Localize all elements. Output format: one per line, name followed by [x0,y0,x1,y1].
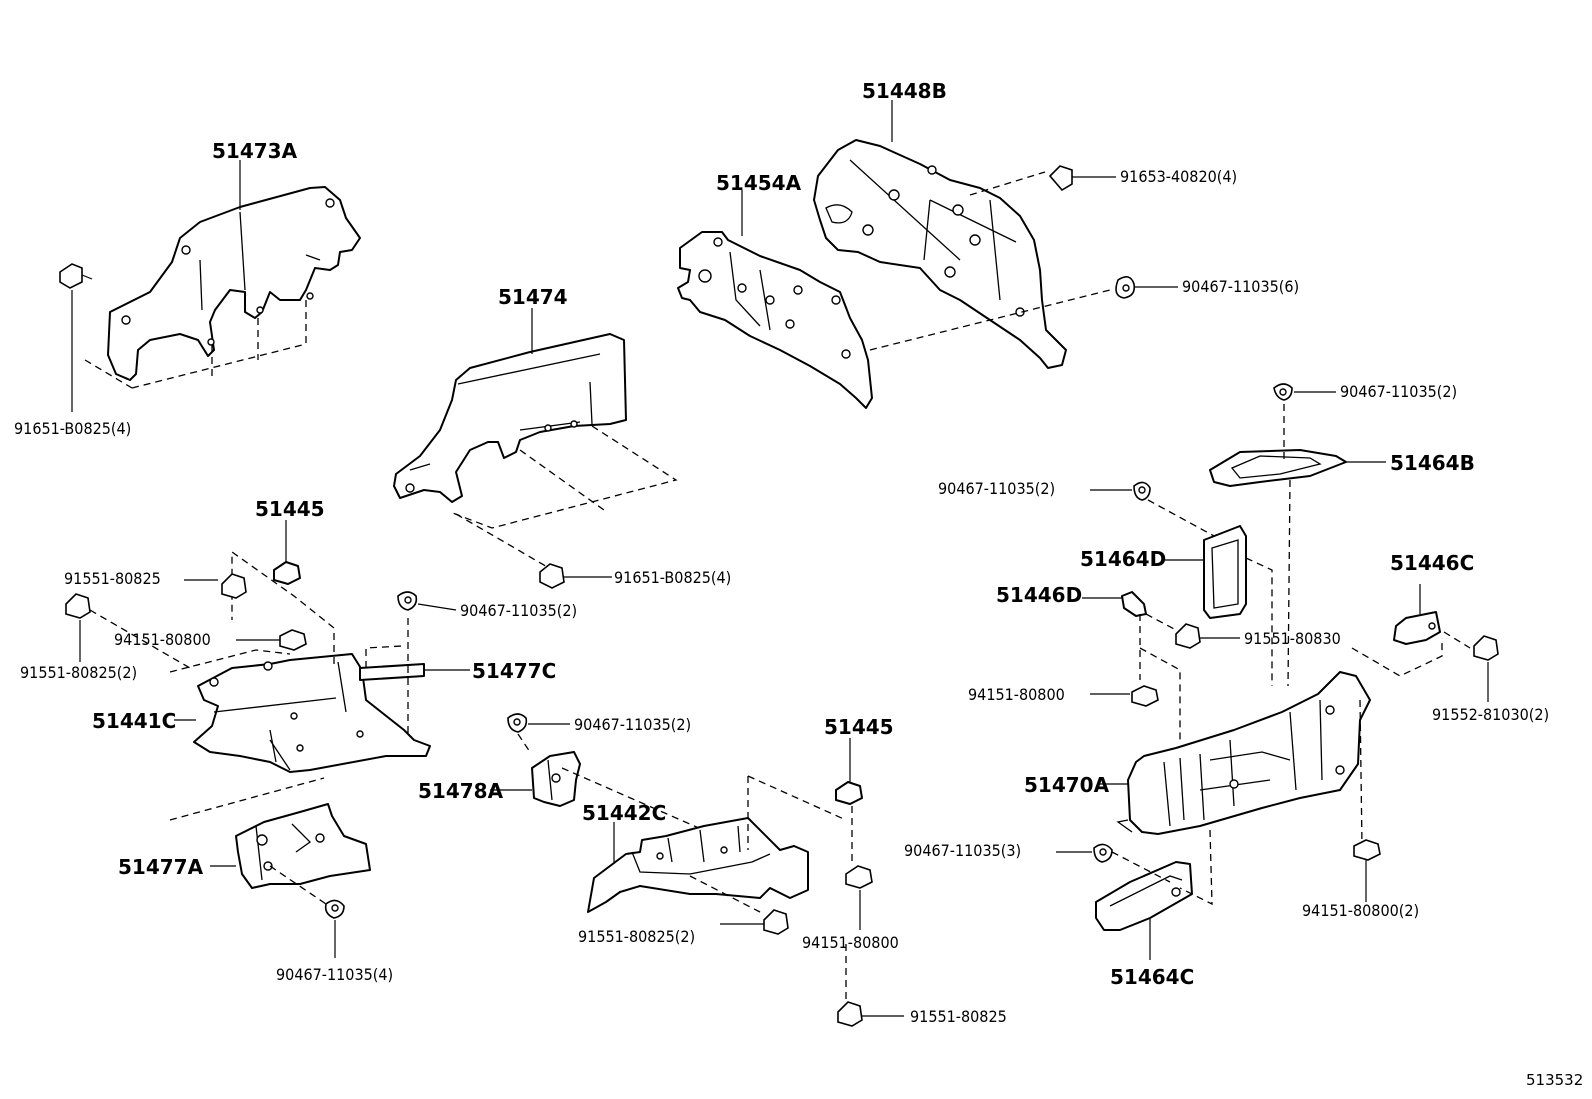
clip-icon [1273,383,1336,401]
fastener-label-90467-11035-3: 90467-11035(3) [904,841,1021,860]
shield-51470A [1116,671,1371,835]
bracket-51477C [359,663,470,681]
fastener-label-91551-80825-b: 91551-80825 [910,1007,1007,1026]
fastener-label-91551-80830: 91551-80830 [1244,629,1341,648]
shield-51441C [193,653,431,773]
fastener-label-91651-B0825-b: 91651-B0825(4) [614,568,731,587]
shield-51477A [235,803,371,889]
shield-51448B [813,139,1067,369]
bracket-51478A [531,751,581,807]
nut-icon [845,865,873,930]
part-label-51446C: 51446C [1390,551,1474,575]
part-label-51478A: 51478A [418,779,504,803]
part-label-51454A: 51454A [716,171,802,195]
fastener-label-91551-80825-a: 91551-80825 [64,569,161,588]
part-label-51477C: 51477C [472,659,556,683]
fastener-label-90467-11035-2a: 90467-11035(2) [1340,382,1457,401]
clip-icon [397,591,457,611]
fastener-label-90467-11035-2d: 90467-11035(2) [574,715,691,734]
part-label-51445-top: 51445 [255,497,325,521]
fastener-label-94151-80800-a: 94151-80800 [114,630,211,649]
diagram-reference-number: 513532 [1526,1071,1583,1089]
nut-icon [1353,839,1381,902]
part-label-51474: 51474 [498,285,568,309]
shield-51454A [677,231,873,409]
clip-51445-top [273,520,301,585]
fastener-label-94151-80800-c: 94151-80800 [802,933,899,952]
bolt-icon [184,573,247,599]
part-label-51477A: 51477A [118,855,204,879]
fastener-label-90467-11035-6: 90467-11035(6) [1182,277,1299,296]
fastener-label-90467-11035-2b: 90467-11035(2) [938,479,1055,498]
shield-51474 [393,333,627,503]
bolt-icon [1048,165,1116,192]
fastener-label-91551-80825-2a: 91551-80825(2) [20,663,137,682]
clip-icon [1090,481,1151,501]
part-label-51446D: 51446D [996,583,1082,607]
part-label-51442C: 51442C [582,801,666,825]
part-label-51473A: 51473A [212,139,298,163]
fastener-label-91551-80825-2b: 91551-80825(2) [578,927,695,946]
bolt-icon [59,263,93,289]
part-label-51448B: 51448B [862,79,947,103]
shield-51464D [1203,525,1247,619]
shield-51442C [587,817,809,913]
part-label-51445-mid: 51445 [824,715,894,739]
clip-icon [324,899,345,958]
bolt-icon [1175,623,1240,649]
fastener-label-91651-B0825-a: 91651-B0825(4) [14,419,131,438]
shield-51464B [1209,449,1347,487]
bolt-icon [539,563,612,589]
bolt-icon [837,1001,904,1027]
fastener-label-91552-81030: 91552-81030(2) [1432,705,1549,724]
clip-icon [1056,843,1113,863]
shield-51473A [107,186,361,381]
part-label-51470A: 51470A [1024,773,1110,797]
nut-icon [236,629,307,651]
part-label-51441C: 51441C [92,709,176,733]
fastener-label-90467-11035-2c: 90467-11035(2) [460,601,577,620]
shield-51464C [1095,861,1193,960]
bracket-51446C [1393,584,1441,645]
fastener-label-91653-40820: 91653-40820(4) [1120,167,1237,186]
bolt-icon [1473,635,1499,702]
fastener-label-90467-11035-4: 90467-11035(4) [276,965,393,984]
part-label-51464C: 51464C [1110,965,1194,989]
part-label-51464B: 51464B [1390,451,1475,475]
clip-51445-mid [835,738,863,805]
bolt-icon [65,593,91,662]
part-label-51464D: 51464D [1080,547,1166,571]
bolt-icon [720,909,789,935]
clip-icon [507,713,570,733]
clip-icon [1115,276,1178,299]
fastener-label-94151-80800-2: 94151-80800(2) [1302,901,1419,920]
nut-icon [1090,685,1159,707]
bracket-51446D [1082,591,1147,617]
fastener-label-94151-80800-b: 94151-80800 [968,685,1065,704]
